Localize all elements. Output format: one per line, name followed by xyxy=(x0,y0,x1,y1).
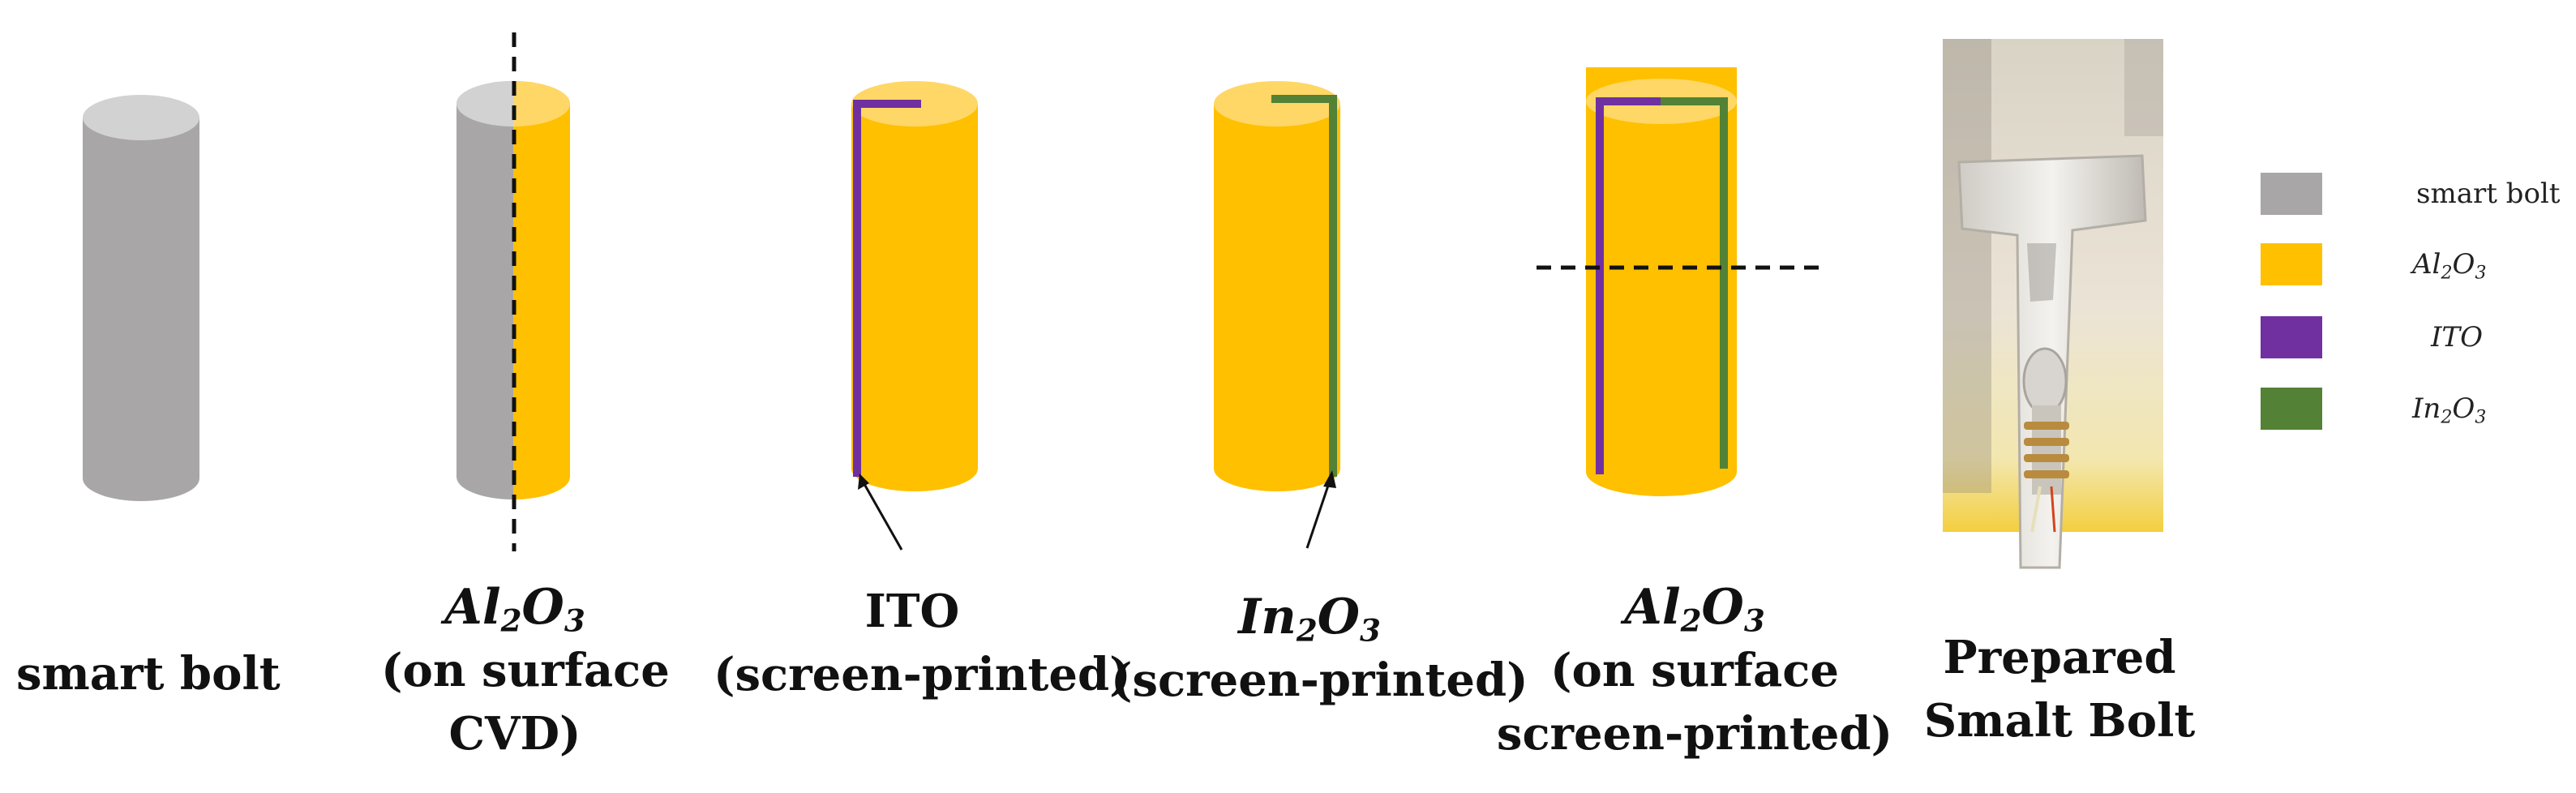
caption-smart-bolt-line1: smart bolt xyxy=(16,647,281,701)
caption-prepared-line1: Prepared xyxy=(1943,631,2176,684)
in2o3-trace xyxy=(1271,95,1337,477)
legend-swatch-al2o3 xyxy=(2261,243,2322,285)
ito-trace xyxy=(853,100,921,477)
caption-al2o3-cvd: Al2O3 (on surface CVD) xyxy=(381,576,670,765)
legend-swatch-ito xyxy=(2261,316,2322,358)
legend-label-smart-bolt: smart bolt xyxy=(2416,178,2561,210)
caption-prepared-line2: Smalt Bolt xyxy=(1923,694,2196,748)
ito-trace-2 xyxy=(1596,97,1664,474)
legend-label-ito: ITO xyxy=(2431,321,2483,354)
caption-al2o3-sp-line3: screen-printed) xyxy=(1496,707,1893,761)
legend-swatch-in2o3 xyxy=(2261,388,2322,430)
caption-smart-bolt: smart bolt xyxy=(16,642,281,705)
al2o3-screen-printed-cylinder xyxy=(1537,67,1824,496)
in2o3-arrow xyxy=(1305,478,1332,549)
ito-arrow xyxy=(859,478,903,551)
legend-label-in2o3: In2O3 xyxy=(2412,392,2487,428)
caption-in2o3-line2: (screen-printed) xyxy=(1111,654,1528,707)
caption-al2o3-sp-formula: Al2O3 xyxy=(1624,579,1765,639)
in2o3-cylinder xyxy=(1214,81,1340,549)
caption-prepared-bolt: Prepared Smalt Bolt xyxy=(1897,626,2222,752)
in2o3-trace-2 xyxy=(1661,97,1728,469)
caption-al2o3-cvd-formula: Al2O3 xyxy=(444,579,585,639)
ito-cylinder xyxy=(851,81,978,551)
caption-al2o3-cvd-line2: (on surface xyxy=(381,644,670,697)
caption-al2o3-screen-printed: Al2O3 (on surface screen-printed) xyxy=(1492,576,1897,765)
caption-al2o3-sp-line2: (on surface xyxy=(1550,644,1839,697)
caption-ito-line2: (screen-printed) xyxy=(714,648,1131,701)
smart-bolt-cylinder xyxy=(83,95,199,501)
caption-ito: ITO (screen-printed) xyxy=(714,580,1131,706)
prepared-bolt-photo xyxy=(1943,39,2163,569)
caption-in2o3-formula: In2O3 xyxy=(1238,589,1381,649)
caption-ito-line1: ITO xyxy=(864,585,960,638)
legend-label-al2o3: Al2O3 xyxy=(2412,248,2487,284)
caption-al2o3-cvd-line3: CVD) xyxy=(448,707,581,761)
al2o3-cvd-cylinder xyxy=(456,32,570,551)
caption-in2o3: In2O3 (screen-printed) xyxy=(1111,585,1528,712)
legend-swatch-smart-bolt xyxy=(2261,173,2322,215)
